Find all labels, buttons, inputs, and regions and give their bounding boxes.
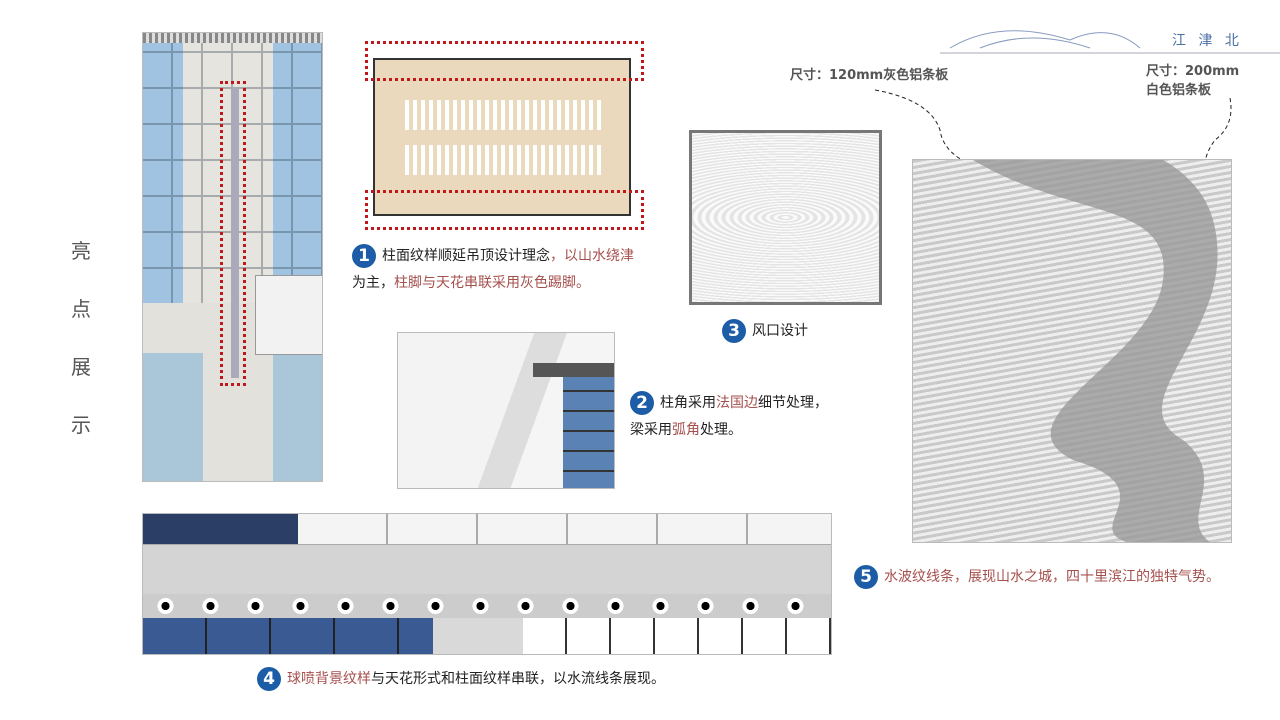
number-badge: 1: [352, 244, 376, 268]
blue-glazing: [143, 618, 433, 654]
title-char: 示: [71, 413, 91, 437]
white-glazing: [523, 618, 831, 654]
logo-text: 江 津 北: [1172, 33, 1243, 49]
caption-4: 4 球喷背景纹样与天花形式和柱面纹样串联，以水流线条展现。: [257, 666, 665, 693]
column-photo: [142, 32, 323, 482]
caption-text: 山水绕津: [578, 248, 634, 264]
plan-highlight-box-top: [365, 41, 644, 81]
right-window: [273, 353, 322, 481]
caption-text: 柱角采用: [660, 395, 716, 411]
render-window: [563, 373, 614, 488]
caption-text: 处理。: [700, 422, 742, 438]
column-highlight-box: [220, 81, 246, 386]
stone-band: [143, 544, 831, 594]
wall-sign: [255, 275, 322, 355]
ceiling-wave-photo: [912, 159, 1232, 543]
caption-text: 细节处理，: [758, 395, 828, 411]
caption-text: 柱面纹样顺延吊顶设计理念: [382, 248, 550, 264]
caption-text: 法国边: [716, 395, 758, 411]
caption-text: 梁采用: [630, 422, 672, 438]
caption-text: 球喷背景纹样: [287, 671, 371, 687]
caption-text: 弧角: [672, 422, 700, 438]
caption-text: 为主，: [352, 275, 394, 291]
seating-rows: [405, 145, 605, 175]
caption-text: 水波纹线条，展现山水之城，四十里滨江的独特气势。: [884, 569, 1220, 585]
signage-band: [143, 514, 298, 544]
caption-1: 1 柱面纹样顺延吊顶设计理念，以山水绕津为主，柱脚与天花串联采用灰色踢脚。: [352, 243, 647, 297]
title-char: 点: [71, 297, 91, 321]
spray-nozzle-row: [143, 594, 831, 618]
seating-rows: [405, 100, 605, 130]
caption-text: 与天花形式和柱面纹样串联，以水流线条展现。: [371, 671, 665, 687]
number-badge: 2: [630, 391, 654, 415]
caption-text: 风口设计: [752, 323, 808, 339]
column-corner-render: [397, 332, 615, 489]
plan-highlight-box-bottom: [365, 190, 644, 230]
caption-5: 5 水波纹线条，展现山水之城，四十里滨江的独特气势。: [854, 564, 1220, 591]
number-badge: 5: [854, 565, 878, 589]
title-char: 亮: [71, 239, 91, 263]
caption-3: 3 风口设计: [722, 318, 808, 345]
vent-texture: [689, 130, 882, 305]
column-pattern: [231, 88, 239, 378]
number-badge: 4: [257, 667, 281, 691]
mountain-logo-icon: [940, 30, 1280, 54]
upper-panels: [298, 514, 831, 544]
wave-ribbon-icon: [973, 160, 1218, 542]
number-badge: 3: [722, 319, 746, 343]
note-left: 尺寸：120mm灰色铝条板: [790, 68, 949, 83]
logo: 江 津 北: [940, 22, 1280, 54]
caption-text: ，以: [550, 248, 578, 264]
title-char: 展: [71, 355, 91, 379]
ceiling-slats: [143, 33, 322, 43]
elevation-strip: [142, 513, 832, 655]
caption-text: 柱脚与天花串联采用灰色踢脚。: [394, 275, 590, 291]
render-beam: [533, 363, 614, 377]
side-title: 亮 点 展 示: [66, 222, 96, 454]
note-right: 尺寸：200mm白色铝条板: [1146, 64, 1240, 98]
left-window: [143, 353, 203, 481]
floor-plan: [373, 58, 631, 216]
caption-2: 2 柱角采用法国边细节处理， 梁采用弧角处理。: [630, 390, 880, 444]
